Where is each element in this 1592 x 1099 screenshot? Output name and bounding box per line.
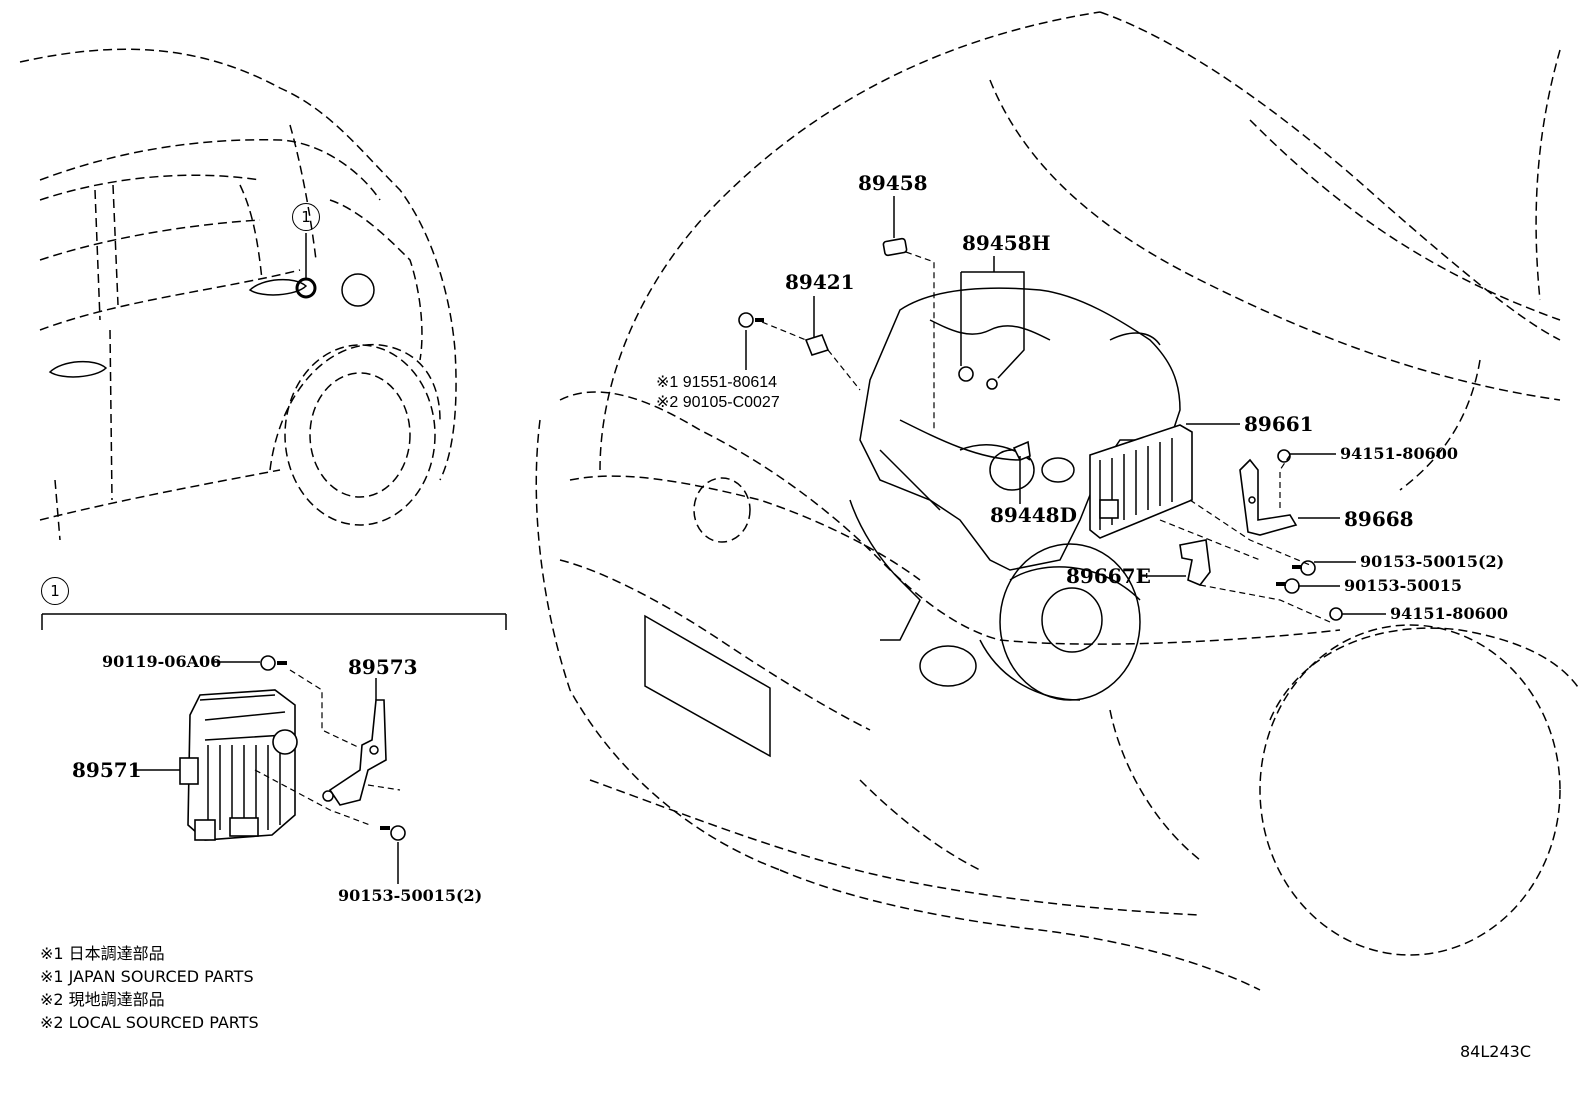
label-94151-80600-a: 94151-80600 <box>1340 444 1458 463</box>
label-89421: 89421 <box>785 270 855 294</box>
label-89571: 89571 <box>72 758 142 782</box>
legend-line-3: ※2 現地調達部品 <box>40 990 165 1009</box>
front-car-view <box>535 11 1581 991</box>
label-90153-50015-b: 90153-50015 <box>1344 576 1462 595</box>
label-91551-80614: ※1 91551-80614 <box>656 374 778 391</box>
legend-line-4: ※2 LOCAL SOURCED PARTS <box>40 1013 259 1032</box>
label-89661: 89661 <box>1244 412 1314 436</box>
leader-lines <box>745 196 1386 615</box>
label-90105-c0027: ※2 90105-C0027 <box>656 394 780 411</box>
label-90153-50015-2-a: 90153-50015(2) <box>1360 552 1505 571</box>
label-89458h: 89458H <box>962 231 1051 255</box>
assembly-lines <box>761 251 1331 623</box>
detail-box-marker: 1 <box>41 577 69 605</box>
label-94151-80600-b: 94151-80600 <box>1390 604 1508 623</box>
label-89448d: 89448D <box>990 503 1077 527</box>
label-90119-06a06: 90119-06A06 <box>102 652 222 671</box>
ecu-89661 <box>1089 424 1193 539</box>
ecu-89571-assembly <box>136 655 406 884</box>
label-89458: 89458 <box>858 171 928 195</box>
label-89668: 89668 <box>1344 507 1414 531</box>
legend-line-1: ※1 日本調達部品 <box>40 944 165 963</box>
detail-box-frame <box>41 613 507 630</box>
diagram-code: 84L243C <box>1460 1042 1531 1061</box>
engine-block <box>849 287 1181 701</box>
bracket-89668 <box>1239 458 1298 536</box>
rear-car-view <box>19 48 457 541</box>
small-parts <box>738 237 1343 621</box>
label-89667e: 89667E <box>1066 564 1151 588</box>
legend-line-2: ※1 JAPAN SOURCED PARTS <box>40 967 254 986</box>
callout-marker: 1 <box>292 203 320 231</box>
bracket-89667e <box>1179 539 1211 586</box>
label-90153-50015-2-c: 90153-50015(2) <box>338 886 483 905</box>
label-89573: 89573 <box>348 655 418 679</box>
